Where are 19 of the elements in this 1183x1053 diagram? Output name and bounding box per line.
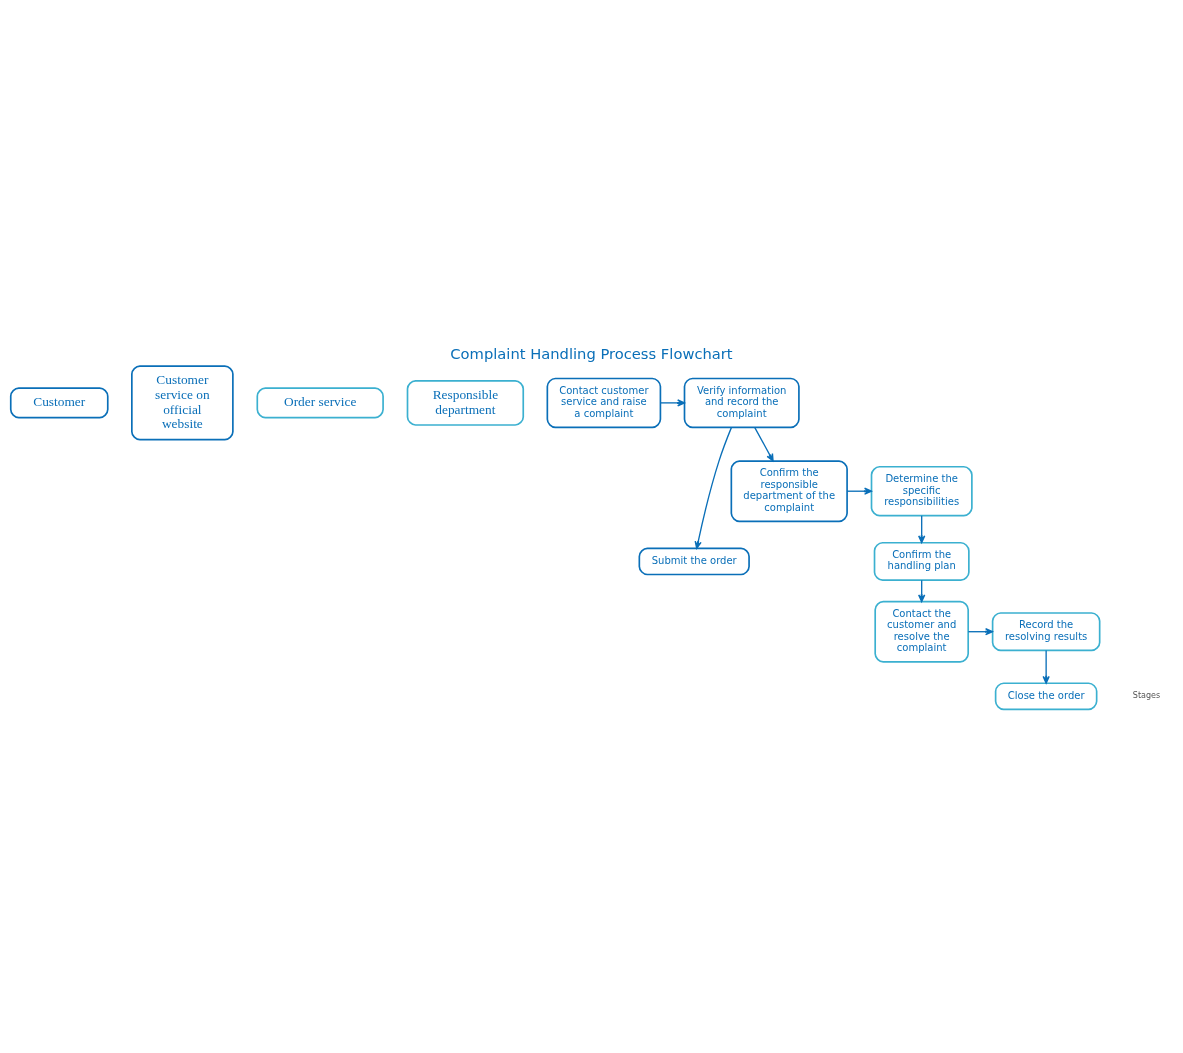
node-box: Verify information and record the complaint bbox=[683, 377, 800, 428]
node-box: Confirm the handling plan bbox=[873, 541, 970, 581]
node-box: Determine the specific responsibilities bbox=[870, 465, 973, 516]
arrow bbox=[1042, 649, 1050, 684]
node-box: Confirm the responsible department of the complaint bbox=[730, 459, 848, 522]
node-box: Close the order bbox=[994, 681, 1098, 710]
node-box: Contact customer service and raise a complaint bbox=[546, 377, 662, 428]
arrow bbox=[660, 398, 686, 407]
node-box: Record the resolving results bbox=[991, 611, 1101, 651]
arrow bbox=[918, 514, 926, 543]
node-box: Responsible department bbox=[406, 379, 525, 426]
node-box: Customer service on official website bbox=[131, 364, 234, 441]
diagram-title: Complaint Handling Process Flowchart bbox=[450, 344, 733, 362]
arrow bbox=[754, 426, 774, 462]
node-box: Order service bbox=[256, 386, 384, 418]
node-box: Submit the order bbox=[638, 547, 750, 575]
node-box: Contact the customer and resolve the complaint bbox=[874, 600, 970, 663]
arrow bbox=[694, 426, 733, 549]
node-box: Customer bbox=[9, 386, 109, 418]
